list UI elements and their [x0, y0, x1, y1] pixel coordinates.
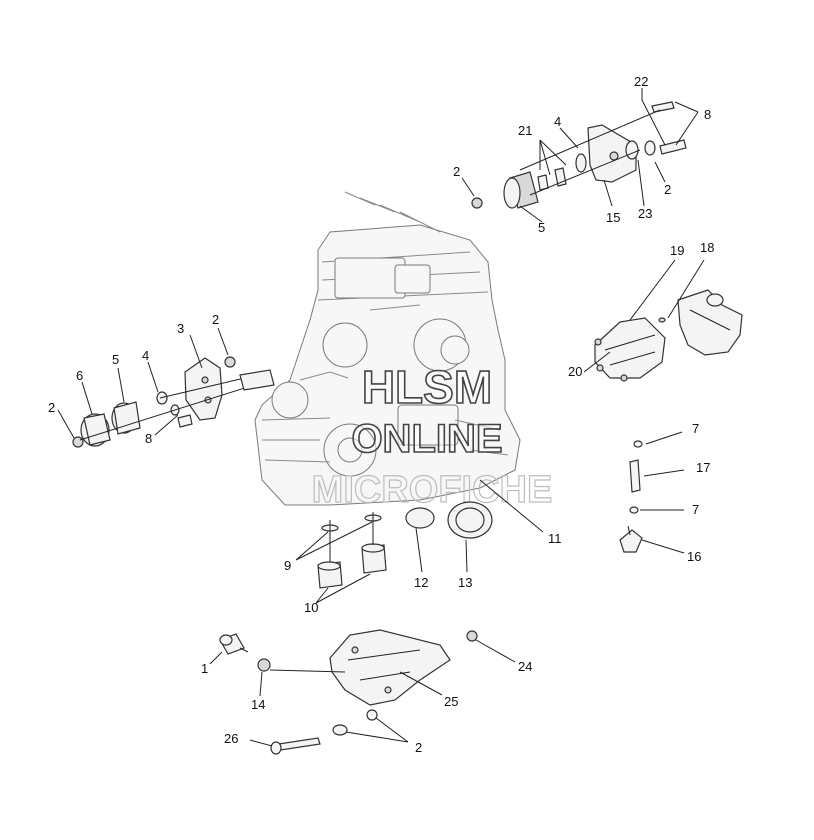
callout-2: 2	[453, 164, 460, 179]
callout-16: 16	[687, 549, 701, 564]
callout-19: 19	[670, 243, 684, 258]
callout-5: 5	[538, 220, 545, 235]
nut-icon	[466, 630, 478, 642]
callout-12: 12	[414, 575, 428, 590]
callout-3: 3	[177, 321, 184, 336]
callout-1: 1	[201, 661, 208, 676]
nut-icon	[72, 436, 84, 448]
callout-6: 6	[76, 368, 83, 383]
nut-icon	[224, 356, 236, 368]
callouts: 22 8 4 21 2 2 15 23 5 19 18 3 2 5 4 6 20…	[48, 74, 714, 755]
callout-25: 25	[444, 694, 458, 709]
callout-2: 2	[415, 740, 422, 755]
watermark-line-3: MICROFICHE	[312, 469, 553, 511]
callout-20: 20	[568, 364, 582, 379]
callout-23: 23	[638, 206, 652, 221]
callout-2: 2	[664, 182, 671, 197]
callout-4: 4	[554, 114, 561, 129]
watermark: HLSM ONLINE MICROFICHE	[311, 360, 553, 511]
callout-7: 7	[692, 502, 699, 517]
callout-26: 26	[224, 731, 238, 746]
callout-2: 2	[212, 312, 219, 327]
callout-2: 2	[48, 400, 55, 415]
watermark-line-2: ONLINE	[351, 417, 502, 461]
callout-14: 14	[251, 697, 265, 712]
callout-22: 22	[634, 74, 648, 89]
right-small-parts	[619, 440, 643, 553]
callout-10: 10	[304, 600, 318, 615]
watermark-line-1: HLSM	[362, 361, 492, 413]
right-cover-assembly	[594, 289, 743, 382]
bottom-bracket	[219, 629, 478, 755]
callout-15: 15	[606, 210, 620, 225]
left-mount	[72, 356, 275, 448]
callout-8: 8	[145, 431, 152, 446]
callout-17: 17	[696, 460, 710, 475]
engine-block	[254, 191, 521, 506]
callout-13: 13	[458, 575, 472, 590]
callout-5: 5	[112, 352, 119, 367]
callout-21: 21	[518, 123, 532, 138]
lower-mounts	[317, 501, 493, 589]
callout-24: 24	[518, 659, 532, 674]
nut-icon	[471, 197, 483, 209]
leader-lines	[57, 88, 705, 747]
callout-4: 4	[142, 348, 149, 363]
callout-18: 18	[700, 240, 714, 255]
nut-icon	[257, 658, 271, 672]
callout-9: 9	[284, 558, 291, 573]
callout-11: 11	[548, 531, 562, 546]
callout-8: 8	[704, 107, 711, 122]
callout-7: 7	[692, 421, 699, 436]
top-right-mount	[471, 101, 687, 209]
